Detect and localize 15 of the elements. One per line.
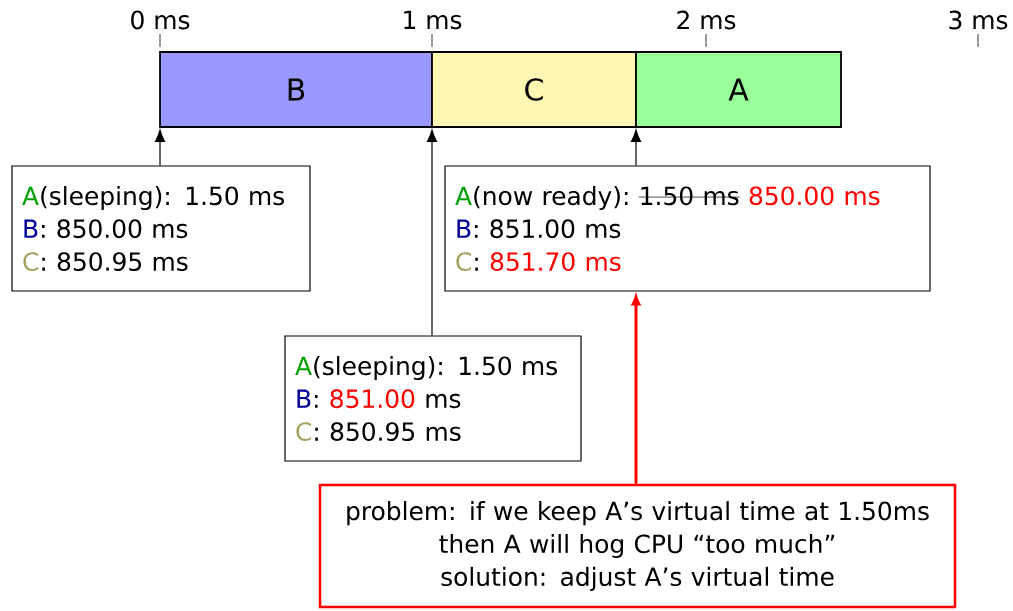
arrow xyxy=(631,295,641,484)
timeline-segment: A xyxy=(635,51,842,128)
arrow xyxy=(630,129,642,166)
tick-label: 3 ms xyxy=(949,10,1008,30)
text-box: A(sleeping): 1.50 ms B : 851.00 ms C : 850.95 ms xyxy=(284,335,582,462)
timeline-segment: C xyxy=(431,51,637,128)
text-box: A(sleeping): 1.50 ms B : 850.00 ms C : 850.95 ms xyxy=(11,165,311,292)
tick-label: 2 ms xyxy=(677,10,736,30)
arrow xyxy=(154,129,166,166)
arrow xyxy=(426,129,438,336)
tick-label: 0 ms xyxy=(131,10,190,30)
tick-label: 1 ms xyxy=(404,10,462,30)
callout-box: problem: if we keep A’s virtual time at 1.50ms then A will hog CPU “too much” solution: adjust A’s virtual time xyxy=(318,483,957,609)
text-box: A(now ready): 1.50 ms 850.00 ms B : 851.00 ms C : 851.70 ms xyxy=(444,165,931,292)
timeline-segment: B xyxy=(159,51,433,128)
